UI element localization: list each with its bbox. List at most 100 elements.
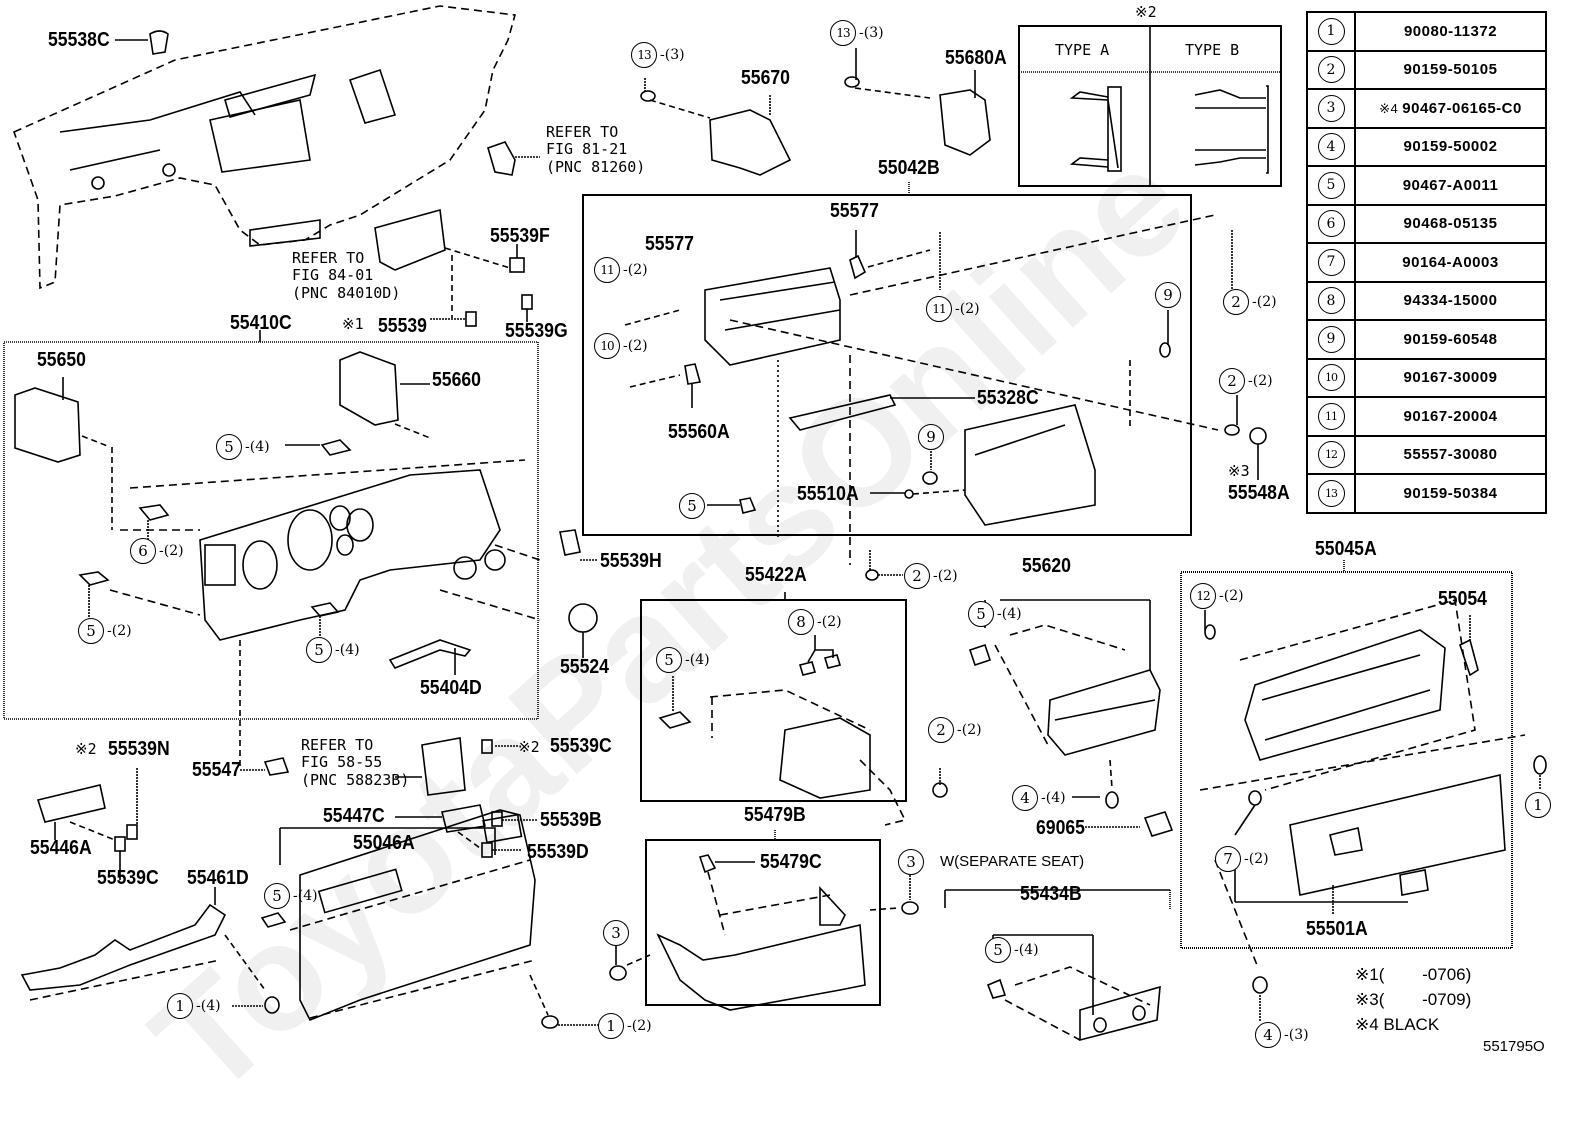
- callout-ref-2[interactable]: 2: [928, 717, 954, 743]
- label-55510a[interactable]: 55510A: [797, 483, 859, 505]
- callout-ref-9[interactable]: 9: [1155, 282, 1181, 308]
- label-55524[interactable]: 55524: [560, 656, 609, 678]
- callout-ref-5[interactable]: 5: [216, 434, 242, 460]
- callout-ref-12[interactable]: 12: [1190, 583, 1216, 609]
- callout-ref-3[interactable]: 3: [603, 920, 629, 946]
- label-55539n[interactable]: 55539N: [108, 738, 170, 760]
- label-55054[interactable]: 55054: [1438, 588, 1487, 610]
- callout-ref-11[interactable]: 11: [926, 296, 952, 322]
- label-55670[interactable]: 55670: [741, 67, 790, 89]
- label-55539c-upper[interactable]: 55539C: [550, 735, 612, 757]
- callout-ref-5[interactable]: 5: [656, 647, 682, 673]
- label-55446a[interactable]: 55446A: [30, 837, 92, 859]
- label-55560a[interactable]: 55560A: [668, 421, 730, 443]
- label-55577-top[interactable]: 55577: [830, 200, 879, 222]
- part-55650-drawing: [14, 377, 113, 530]
- refer-line: (PNC 81260): [546, 157, 646, 176]
- refer-fig-81-21[interactable]: REFER TO FIG 81-21 (PNC 81260): [546, 123, 646, 176]
- callout-ref-13[interactable]: 13: [830, 20, 856, 46]
- callout-ref-11[interactable]: 11: [594, 257, 620, 283]
- refer-fig-84-01[interactable]: REFER TO FIG 84-01 (PNC 84010D): [292, 249, 400, 302]
- label-55539h[interactable]: 55539H: [600, 550, 662, 572]
- label-55042b[interactable]: 55042B: [878, 157, 940, 179]
- callout-quantity: -(2): [623, 262, 648, 278]
- label-69065[interactable]: 69065: [1036, 817, 1085, 839]
- label-55548a[interactable]: 55548A: [1228, 482, 1290, 504]
- callout-ref-3[interactable]: 3: [898, 849, 924, 875]
- refer-line: FIG 84-01: [292, 266, 374, 285]
- callout-ref-5[interactable]: 5: [985, 937, 1011, 963]
- callout-ref-5[interactable]: 5: [264, 883, 290, 909]
- label-55539c-lower[interactable]: 55539C: [97, 867, 159, 889]
- footnote: ※1( -0706): [1355, 965, 1471, 985]
- callout-ref-1[interactable]: 1: [1525, 792, 1551, 818]
- label-55538c[interactable]: 55538C: [48, 29, 110, 51]
- callout-ref-13[interactable]: 13: [631, 42, 657, 68]
- callout-ref-2[interactable]: 2: [1219, 368, 1245, 394]
- refer-line: REFER TO: [546, 123, 619, 141]
- label-55620[interactable]: 55620: [1022, 555, 1071, 577]
- callout-ref-5[interactable]: 5: [968, 601, 994, 627]
- callout-ref-9[interactable]: 9: [918, 424, 944, 450]
- label-55660[interactable]: 55660: [432, 369, 481, 391]
- label-55479b[interactable]: 55479B: [744, 804, 806, 826]
- refer-fig-58-55[interactable]: REFER TO FIG 58-55 (PNC 58823B): [301, 736, 409, 789]
- callout-ref-7[interactable]: 7: [1215, 846, 1241, 872]
- label-55539f[interactable]: 55539F: [490, 225, 550, 247]
- label-55539g[interactable]: 55539G: [505, 320, 568, 342]
- label-55479c[interactable]: 55479C: [760, 851, 822, 873]
- callout-ref-1[interactable]: 1: [167, 993, 193, 1019]
- callout-ref-2[interactable]: 2: [904, 563, 930, 589]
- label-55539[interactable]: 55539: [378, 315, 427, 337]
- label-55461d[interactable]: 55461D: [187, 867, 249, 889]
- callout-ref-4[interactable]: 4: [1255, 1022, 1281, 1048]
- callout-ref-8[interactable]: 8: [788, 609, 814, 635]
- callout-ref-10[interactable]: 10: [594, 333, 620, 359]
- callout-ref-5[interactable]: 5: [679, 493, 705, 519]
- callout-ref-5[interactable]: 5: [78, 618, 104, 644]
- label-55422a[interactable]: 55422A: [745, 564, 807, 586]
- label-55680a[interactable]: 55680A: [945, 47, 1007, 69]
- callout-ref-2[interactable]: 2: [1223, 289, 1249, 315]
- label-55447c[interactable]: 55447C: [323, 805, 385, 827]
- label-55539b[interactable]: 55539B: [540, 809, 602, 831]
- label-55547[interactable]: 55547: [192, 759, 241, 781]
- ref-number-cell: 12: [1306, 434, 1356, 475]
- label-55045a[interactable]: 55045A: [1315, 538, 1377, 560]
- ref-number-cell: 10: [1306, 357, 1356, 398]
- label-55650[interactable]: 55650: [37, 349, 86, 371]
- label-55046a[interactable]: 55046A: [353, 832, 415, 854]
- callout-ref-5[interactable]: 5: [306, 637, 332, 663]
- label-55577-left[interactable]: 55577: [645, 233, 694, 255]
- label-55404d[interactable]: 55404D: [420, 677, 482, 699]
- callout-quantity: -(4): [997, 606, 1022, 622]
- label-55539d[interactable]: 55539D: [527, 841, 589, 863]
- label-55434b[interactable]: 55434B: [1020, 883, 1082, 905]
- diagram-artwork: [3, 5, 1547, 1042]
- label-55328c[interactable]: 55328C: [977, 387, 1039, 409]
- part-number: 90159-60548: [1403, 330, 1498, 348]
- label-55410c[interactable]: 55410C: [230, 312, 292, 334]
- ref-circle: 10: [1317, 364, 1345, 392]
- callout-ref-4[interactable]: 4: [1012, 785, 1038, 811]
- note-mark-1: ※1: [342, 315, 364, 333]
- ref-circle: 3: [1317, 94, 1345, 122]
- label-55501a[interactable]: 55501A: [1306, 918, 1368, 940]
- callout-ref-6[interactable]: 6: [130, 538, 156, 564]
- callout-ref-1[interactable]: 1: [598, 1013, 624, 1039]
- part-55434b-drawing: [986, 934, 1161, 1042]
